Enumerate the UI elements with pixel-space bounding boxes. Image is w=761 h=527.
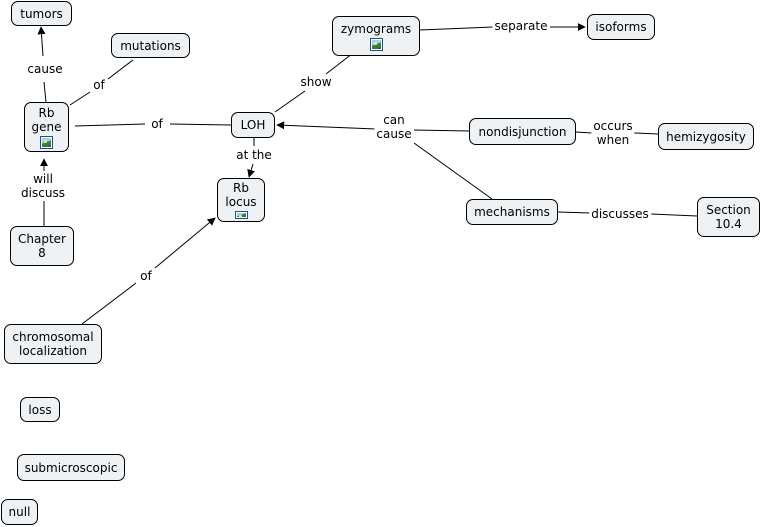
edge-atthe-rblocus (247, 163, 255, 178)
concept-tumors[interactable]: tumors (11, 1, 72, 26)
image-resource-icon[interactable] (234, 211, 248, 219)
concept-label: nondisjunction (478, 124, 567, 139)
edge-occurswhen-hemizygosity (633, 132, 659, 135)
concept-nondisjunction[interactable]: nondisjunction (469, 118, 576, 145)
concept-label: chromosomal localization (12, 330, 94, 358)
concept-section-10-4[interactable]: Section 10.4 (697, 197, 760, 237)
edge-rbgene-cause (43, 81, 47, 103)
concept-label: hemizygosity (666, 129, 746, 144)
concept-loh[interactable]: LOH (231, 112, 275, 138)
concept-label: mechanisms (474, 205, 550, 219)
concept-chromosomal-localization[interactable]: chromosomal localization (4, 324, 102, 364)
edge-cancause-loh (276, 121, 377, 130)
link-label-of-mutations: of (91, 78, 107, 92)
concept-rb-gene[interactable]: Rb gene (24, 102, 69, 152)
concept-label: null (8, 505, 31, 519)
edge-of-rbgene (69, 91, 91, 106)
image-resource-icon[interactable] (369, 37, 383, 51)
link-label-discusses: discusses (589, 207, 651, 221)
concept-label: zymograms (340, 21, 412, 36)
link-label-occurs-when: occurs when (591, 119, 635, 147)
link-label-show: show (298, 75, 334, 89)
concept-rb-locus[interactable]: Rb locus (217, 178, 265, 222)
edge-of-rblocus (154, 217, 216, 269)
concept-isoforms[interactable]: isoforms (587, 14, 655, 40)
link-label-can-cause: can cause (374, 113, 414, 141)
concept-label: LOH (240, 118, 266, 132)
concept-label: tumors (20, 6, 63, 21)
image-resource-icon[interactable] (40, 135, 53, 149)
concept-label: submicroscopic (24, 460, 118, 475)
edge-mechanisms-cancause (413, 142, 493, 200)
edge-nondisjunction-cancause (413, 129, 470, 132)
edge-discusses-section (650, 213, 698, 217)
concept-label: isoforms (595, 20, 647, 34)
edge-nondisjunction-occurswhen (575, 131, 593, 134)
concept-label: mutations (120, 38, 181, 53)
concept-label: Section 10.4 (706, 203, 751, 231)
link-label-at-the: at the (234, 148, 274, 162)
concept-null[interactable]: null (1, 499, 38, 525)
concept-submicroscopic[interactable]: submicroscopic (17, 454, 125, 481)
link-label-cause: cause (25, 62, 65, 76)
concept-label: Chapter 8 (18, 232, 66, 260)
edge-mechanisms-discusses (557, 211, 591, 214)
edge-loh-of (169, 123, 232, 126)
link-label-of-loh: of (149, 117, 165, 131)
edge-cause-tumors (37, 26, 46, 57)
edge-of-rbgene2 (74, 123, 146, 127)
concept-chapter-8[interactable]: Chapter 8 (10, 226, 74, 266)
link-label-will-discuss: will discuss (19, 172, 67, 200)
concept-label: Rb locus (225, 181, 257, 209)
concept-hemizygosity[interactable]: hemizygosity (658, 123, 754, 150)
concept-loss[interactable]: loss (20, 397, 60, 422)
link-label-of-locus: of (138, 269, 154, 283)
edge-mutations-of (107, 59, 134, 80)
edge-zymograms-separate (419, 26, 494, 31)
edge-show-loh (274, 90, 306, 113)
edge-chromosomal-of (81, 282, 137, 325)
concept-label: Rb gene (31, 105, 62, 134)
link-label-separate: separate (492, 19, 550, 33)
concept-zymograms[interactable]: zymograms (332, 16, 420, 56)
concept-mutations[interactable]: mutations (111, 33, 190, 58)
concept-label: loss (28, 402, 52, 417)
concept-mechanisms[interactable]: mechanisms (466, 199, 558, 225)
